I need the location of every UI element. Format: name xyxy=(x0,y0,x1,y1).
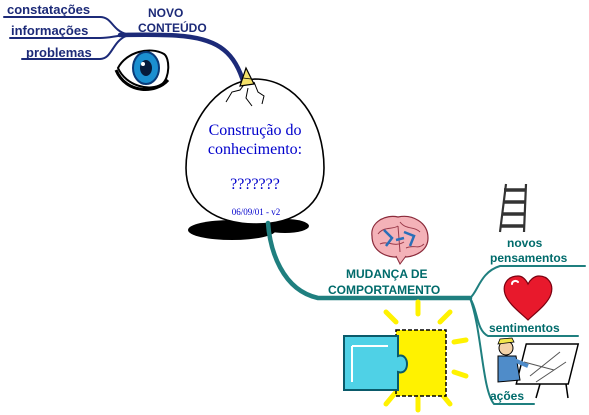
main-branch-navy xyxy=(117,32,247,87)
egg-title-line1: Construção do xyxy=(208,122,302,139)
branch-label-novos: novos xyxy=(507,236,543,250)
branch-label-constatacoes: constatações xyxy=(7,2,91,17)
heart-icon xyxy=(503,275,553,321)
egg-title-line2: conhecimento: xyxy=(207,141,303,158)
main-branch-teal xyxy=(265,220,473,301)
branch-line-problemas xyxy=(21,35,127,60)
branch-label-pensamentos: pensamentos xyxy=(490,251,568,265)
branch-line-acoes xyxy=(469,297,535,405)
branch-label-sentimentos: sentimentos xyxy=(489,321,560,335)
branch-label-acoes: ações xyxy=(490,389,525,403)
branch-label-problemas: problemas xyxy=(26,45,92,60)
input-header-line1: NOVO xyxy=(148,6,184,20)
ladder-icon xyxy=(498,183,528,233)
cyan-puzzle-piece xyxy=(343,335,408,391)
branch-label-informacoes: informações xyxy=(11,23,89,38)
branch-line-novos-pensamentos xyxy=(469,265,586,299)
egg-version: 06/09/01 - v2 xyxy=(231,207,281,217)
eye-icon xyxy=(114,49,170,91)
egg-shape xyxy=(185,78,325,225)
chick-beak-icon xyxy=(239,66,255,87)
input-branches xyxy=(3,16,247,87)
outcome-branches xyxy=(265,220,586,405)
outcome-title-line1: MUDANÇA DE xyxy=(346,267,428,281)
input-header-line2: CONTEÚDO xyxy=(138,21,207,35)
brain-icon xyxy=(371,215,429,265)
puzzle-sun-icon xyxy=(343,299,469,413)
branch-line-constatacoes xyxy=(3,16,127,35)
outcome-title-line2: COMPORTAMENTO xyxy=(328,283,441,297)
egg-question: ??????? xyxy=(230,176,280,193)
worker-drawing-icon xyxy=(497,337,580,399)
